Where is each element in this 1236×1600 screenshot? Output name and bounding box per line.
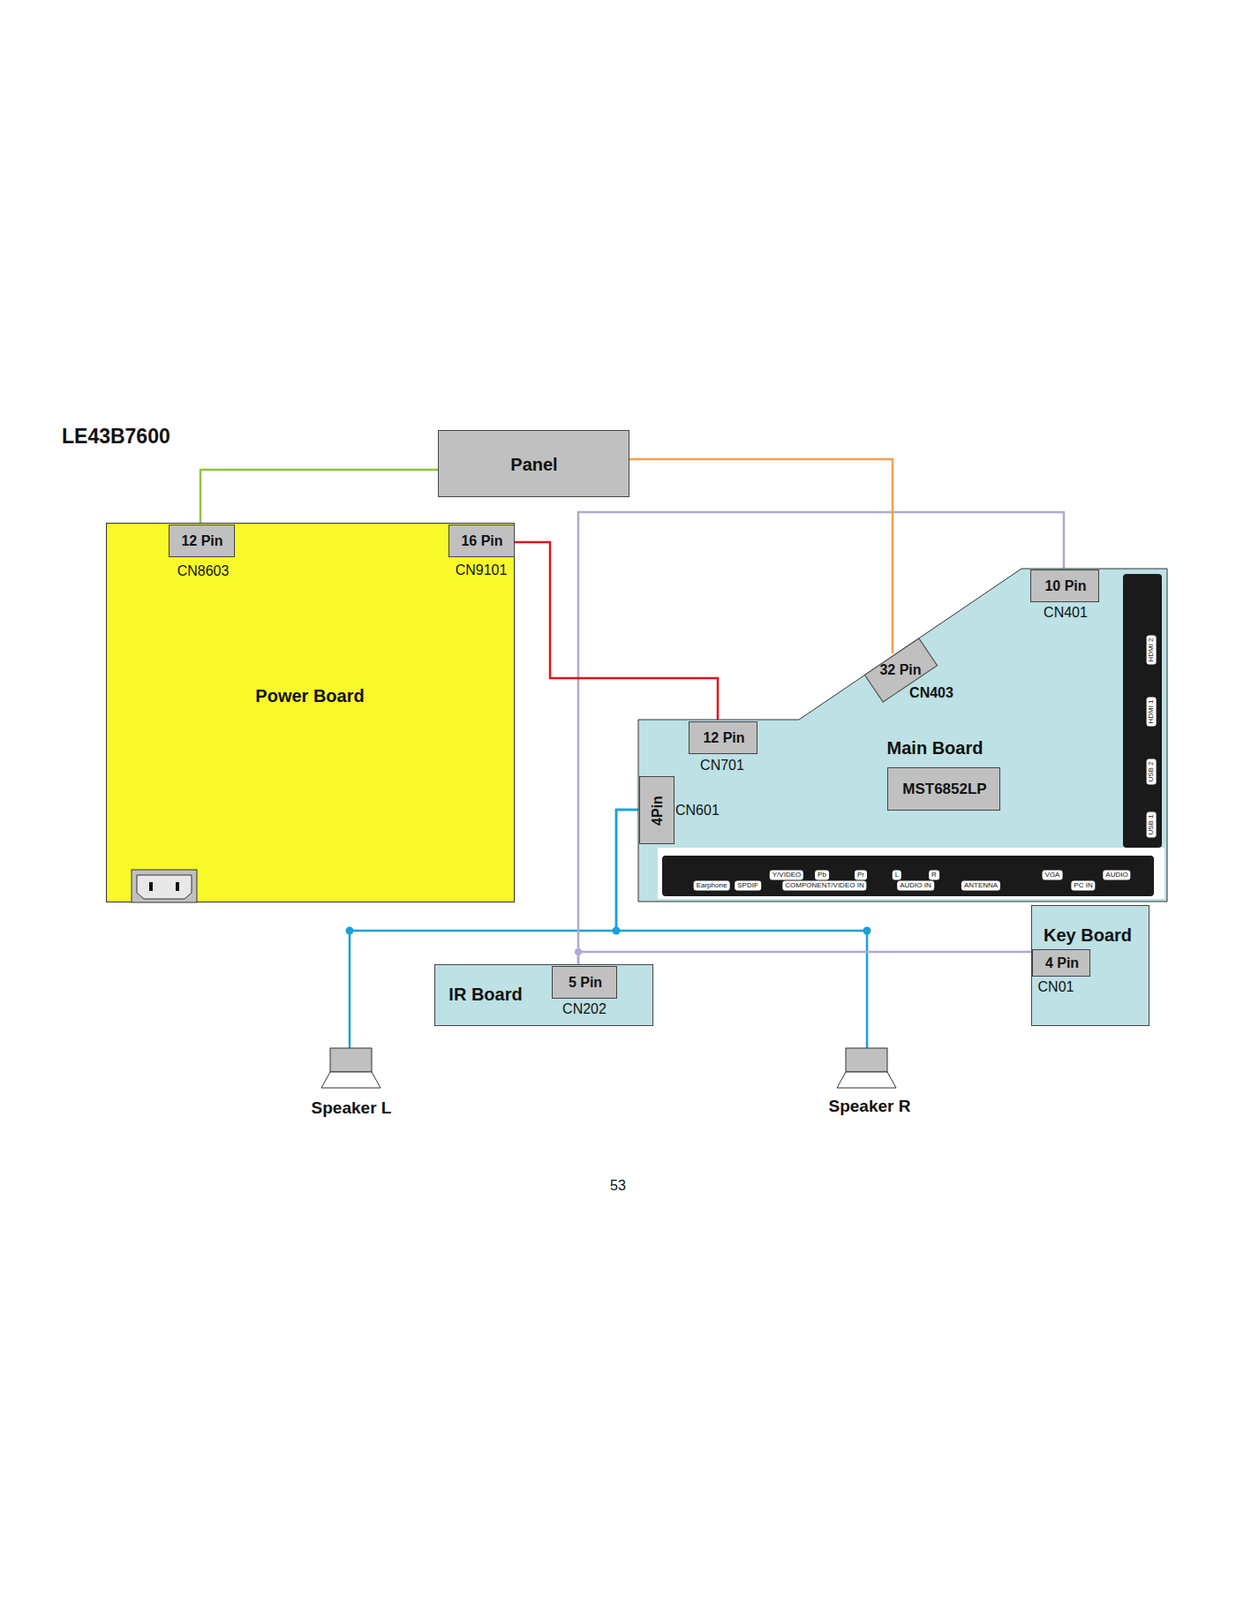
port-label: VGA (1042, 870, 1063, 881)
port-label: Earphone (693, 881, 731, 891)
node-label: 32 Pin (879, 662, 921, 679)
node-label: Speaker L (311, 1098, 392, 1118)
connector-id: CN01 (1038, 979, 1075, 995)
node-label: 10 Pin (1044, 578, 1086, 595)
port-label: AUDIO IN (896, 881, 935, 891)
junction-dot (863, 927, 872, 935)
speaker: Speaker L (321, 1047, 381, 1089)
node-label: Speaker R (829, 1096, 912, 1116)
circuit-board: IR Board5 PinCN202 (434, 964, 654, 1026)
port-label: L (892, 870, 902, 881)
port-label: PC IN (1070, 881, 1095, 891)
node-label: 5 Pin (568, 974, 603, 991)
connector-header: 5 PinCN202 (551, 965, 618, 999)
port-label: USB 1 (1146, 811, 1157, 837)
wire-harness (629, 459, 893, 654)
page-number: 53 (610, 1177, 626, 1194)
port-label: COMPONENT/VIDEO IN (782, 881, 867, 891)
connector-id: CN601 (675, 802, 720, 819)
junction-dot (574, 948, 582, 956)
circuit-board: Power Board12 PinCN860316 PinCN9101 (105, 522, 515, 903)
port-label: HDMI 1 (1146, 696, 1157, 726)
circuit-board: Panel (437, 429, 630, 498)
connector-id: CN8603 (177, 563, 230, 580)
port-label: R (928, 870, 940, 881)
junction-dot (612, 927, 621, 935)
node-label: 12 Pin (702, 730, 745, 747)
port-label: HDMI 2 (1146, 634, 1157, 664)
speaker-symbol (321, 1047, 381, 1089)
connector-header: 4 PinCN01 (1032, 949, 1091, 977)
node-label: Main Board (887, 738, 984, 759)
port-label: USB 2 (1146, 758, 1157, 784)
connector-header: 10 PinCN401 (1030, 569, 1100, 603)
node-label: 12 Pin (180, 533, 223, 550)
speaker-symbol (836, 1047, 897, 1089)
circuit-board: 32 PinCN403 (867, 653, 935, 687)
node-label: 16 Pin (460, 533, 503, 550)
connector-id: CN701 (700, 757, 745, 774)
connector-id: CN202 (562, 1001, 607, 1018)
wire-harness (200, 469, 438, 525)
port-label: SPDIF (734, 881, 762, 891)
circuit-board: MST6852LP (887, 767, 1001, 811)
port-label: Y/VIDEO (769, 870, 804, 881)
diagram-title: LE43B7600 (61, 424, 171, 449)
circuit-board: Main Board10 PinCN40132 PinCN40312 PinCN… (638, 568, 1168, 902)
connector-header: 4PinCN601 (639, 776, 675, 845)
node-label: 4 Pin (1045, 955, 1079, 972)
connector-id: CN9101 (455, 562, 508, 579)
node-label: IR Board (448, 984, 522, 1005)
node-label: Key Board (1043, 925, 1132, 946)
node-label: 4Pin (649, 795, 666, 826)
junction-dot (346, 927, 355, 935)
port-label: ANTENNA (961, 881, 1001, 891)
port-label: Pb (814, 870, 830, 881)
connector-id: CN401 (1043, 604, 1088, 621)
speaker: Speaker R (836, 1047, 897, 1089)
port-label: Pr (854, 870, 867, 881)
connector-header: 12 PinCN8603 (168, 524, 235, 558)
node-label: Panel (510, 454, 558, 475)
connector-header: 12 PinCN701 (688, 721, 758, 754)
wire-harness (514, 542, 718, 722)
circuit-board: Key Board4 PinCN01 (1031, 904, 1150, 1026)
connector-id: CN403 (909, 685, 954, 701)
connector-header: 16 PinCN9101 (448, 524, 515, 558)
port-label: AUDIO (1102, 870, 1131, 881)
node-label: MST6852LP (902, 780, 987, 799)
power-inlet (106, 523, 516, 904)
node-label: Power Board (255, 685, 364, 707)
